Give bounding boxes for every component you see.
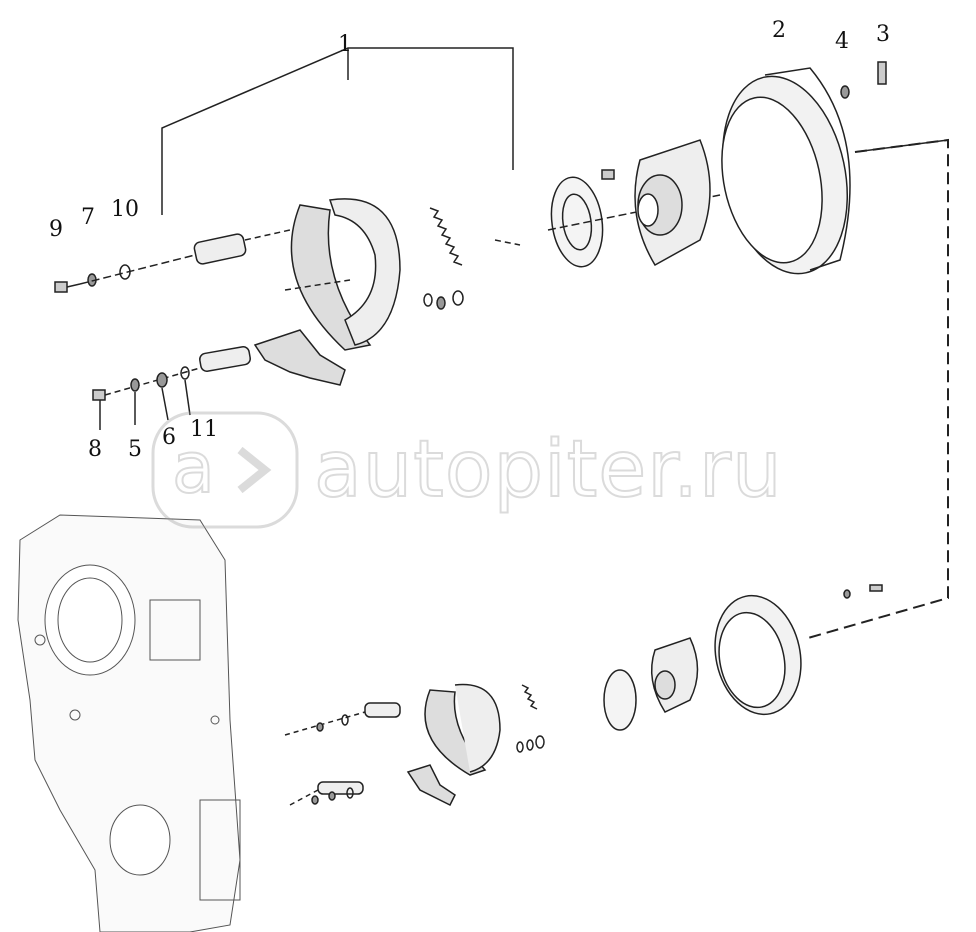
lower-assembly [284, 584, 883, 807]
svg-text:a: a [172, 427, 215, 509]
callout-5: 5 [128, 437, 142, 462]
callout-10: 10 [111, 197, 139, 222]
bolt-9 [54, 281, 81, 293]
callout-4: 4 [835, 29, 849, 54]
hub-flange-upper [601, 139, 711, 267]
callout-7: 7 [81, 205, 95, 230]
callout-1: 1 [338, 32, 352, 57]
lever-upper [199, 329, 346, 386]
watermark-text: autopiter.ru [313, 424, 783, 516]
bolt-3-washer-4 [840, 61, 887, 99]
callout-3: 3 [876, 22, 890, 47]
callout-2: 2 [772, 18, 786, 43]
small-parts-lower-left [92, 366, 201, 430]
callout-6: 6 [162, 425, 176, 450]
group-1-bracket [161, 47, 514, 215]
brake-drum-upper [721, 67, 851, 275]
transmission-housing [17, 514, 241, 932]
friction-plate-upper [550, 176, 604, 268]
callout-8: 8 [88, 437, 102, 462]
brake-shoe-upper [284, 198, 401, 351]
watermark: a autopiter.ru [150, 410, 783, 530]
watermark-logo-icon: a [151, 411, 299, 529]
callout-11: 11 [190, 417, 218, 442]
callout-9: 9 [49, 217, 63, 242]
washers-upper-right [423, 290, 464, 310]
spring-upper [429, 207, 463, 266]
pin-upper [193, 233, 247, 265]
